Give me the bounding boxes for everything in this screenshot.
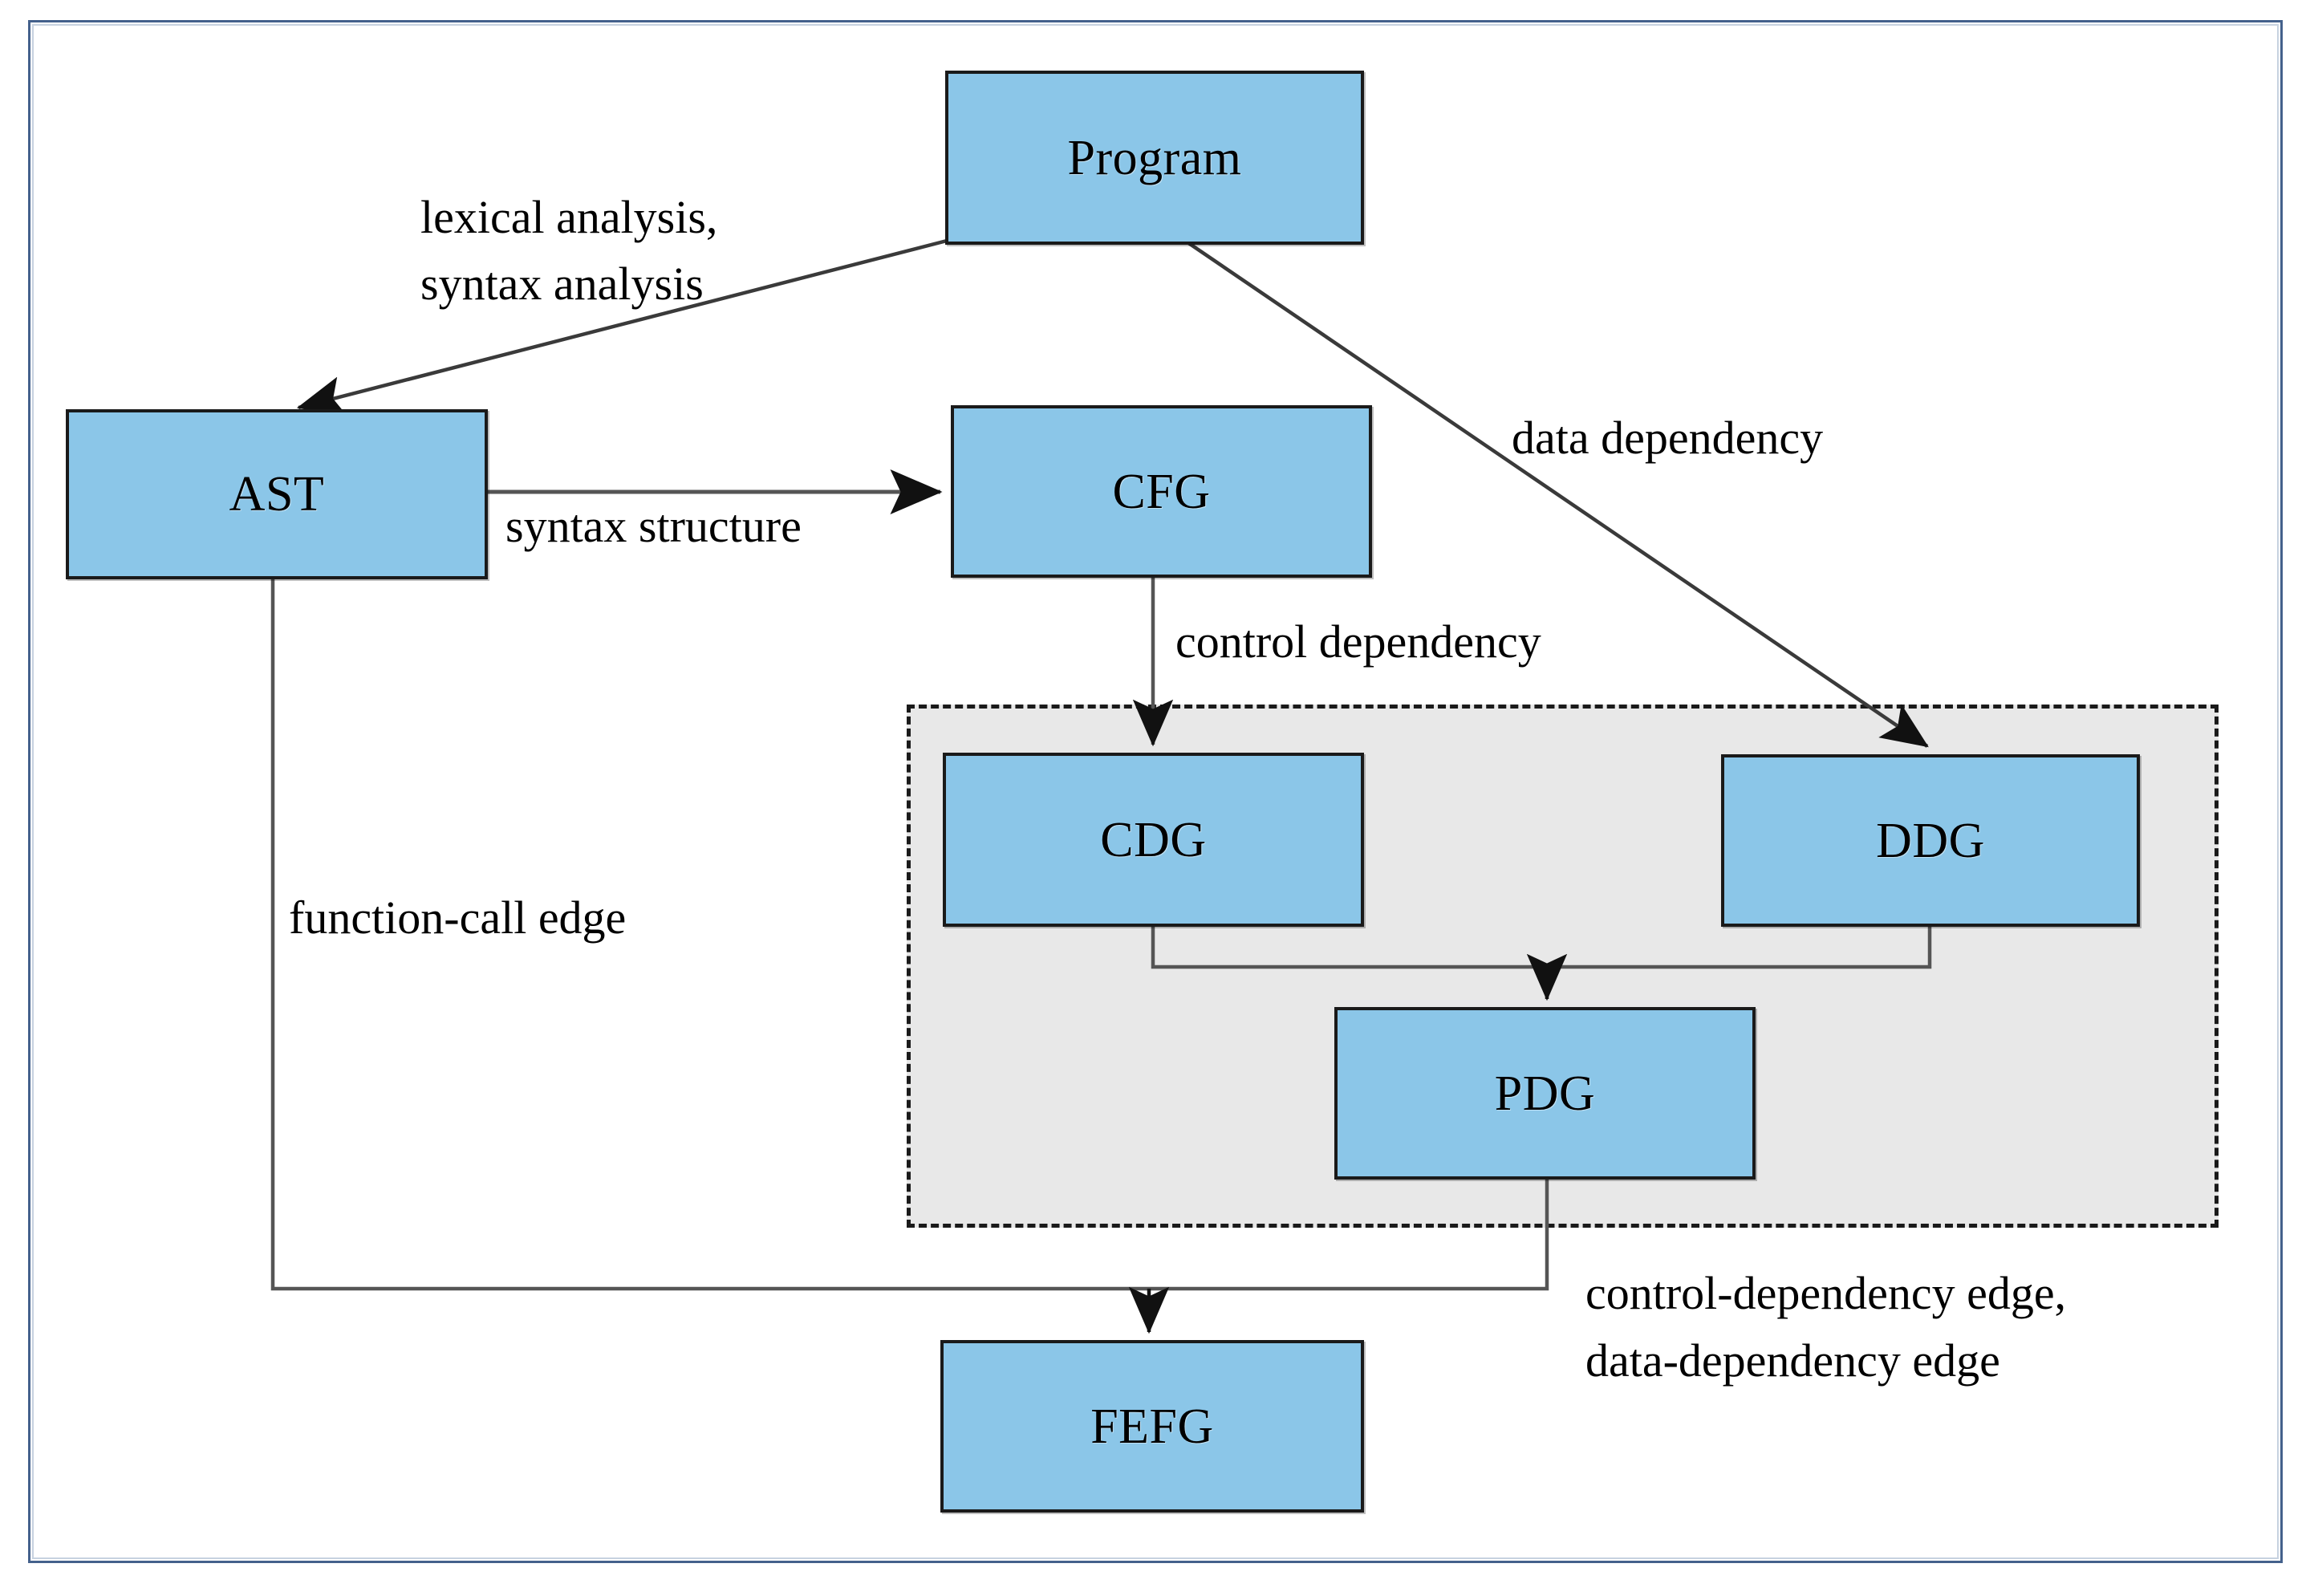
edge-label-function-call-edge: function-call edge: [289, 891, 627, 944]
node-ddg[interactable]: DDG: [1721, 754, 2140, 927]
node-fefg[interactable]: FEFG: [940, 1340, 1364, 1513]
edge-label-syntax-structure: syntax structure: [505, 500, 802, 552]
node-ast[interactable]: AST: [66, 409, 488, 579]
node-cdg-label: CDG: [1100, 812, 1207, 867]
edge-label-lexical-analysis: lexical analysis,: [420, 191, 718, 243]
edge-label-data-dependency: data dependency: [1512, 412, 1824, 464]
node-pdg-label: PDG: [1494, 1066, 1596, 1121]
node-cfg[interactable]: CFG: [951, 405, 1372, 578]
node-cfg-label: CFG: [1112, 464, 1211, 519]
node-program-label: Program: [1067, 130, 1242, 185]
edge-label-data-dependency-edge: data-dependency edge: [1585, 1334, 2000, 1387]
node-program[interactable]: Program: [945, 71, 1364, 245]
node-fefg-label: FEFG: [1090, 1399, 1214, 1454]
node-pdg[interactable]: PDG: [1334, 1007, 1756, 1180]
node-cdg[interactable]: CDG: [943, 753, 1364, 927]
edge-label-control-dependency: control dependency: [1175, 615, 1541, 668]
edge-label-control-dependency-edge: control-dependency edge,: [1585, 1267, 2067, 1319]
node-ddg-label: DDG: [1876, 813, 1985, 868]
node-ast-label: AST: [229, 467, 325, 522]
edge-label-syntax-analysis: syntax analysis: [420, 258, 704, 310]
